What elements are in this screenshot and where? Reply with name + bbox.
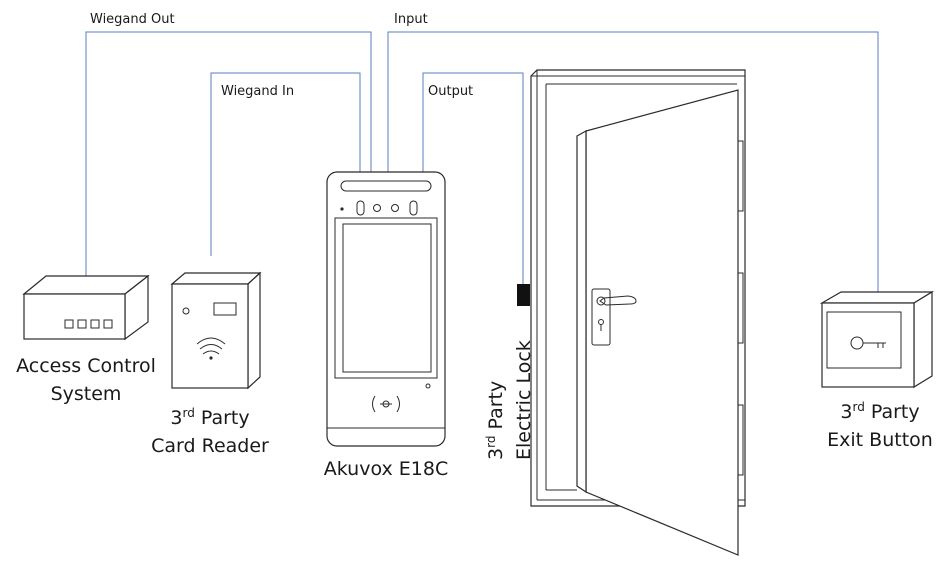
- wires: [85, 31, 879, 292]
- electric-lock-label: 3rd Party Electric Lock: [484, 340, 535, 460]
- output-wire: [422, 72, 524, 284]
- door: [530, 69, 746, 556]
- camera-sensors: [340, 200, 418, 216]
- access-control-label-line1: Access Control: [16, 355, 156, 377]
- exit-button: [819, 290, 935, 389]
- keyhole-icon: [598, 319, 604, 331]
- exit-button-label-line2: Exit Button: [827, 429, 933, 451]
- access-control-label-line2: System: [51, 383, 122, 405]
- key-icon: [850, 336, 886, 350]
- card-reader-label-line1: 3rd Party: [170, 406, 249, 429]
- output-label: Output: [428, 84, 473, 99]
- door-leaf: [585, 89, 739, 556]
- terminal-label: Akuvox E18C: [324, 458, 448, 480]
- card-reader-label-line2: Card Reader: [151, 435, 269, 457]
- wiegand-out-label: Wiegand Out: [90, 12, 175, 27]
- rfid-icon: [196, 337, 226, 360]
- terminal-screen: [342, 223, 432, 373]
- door-handle-icon: [596, 295, 637, 306]
- wiegand-in-label: Wiegand In: [221, 84, 294, 99]
- input-label: Input: [394, 12, 428, 27]
- akuvox-terminal: [326, 171, 446, 447]
- terminal-screen-bezel: [334, 217, 438, 379]
- input-wire: [387, 31, 879, 292]
- svg-text:3rd Party: 3rd Party: [484, 381, 507, 460]
- port-indicators: [64, 319, 113, 329]
- svg-text:Electric Lock: Electric Lock: [513, 340, 535, 460]
- nfc-icon: [372, 395, 400, 413]
- wiegand-out-wire: [85, 31, 372, 276]
- card-reader: [170, 271, 262, 390]
- wiegand-in-wire: [210, 72, 361, 256]
- exit-button-label-line1: 3rd Party: [840, 400, 919, 423]
- access-control-system: [22, 274, 150, 341]
- electric-lock-block: [517, 284, 530, 306]
